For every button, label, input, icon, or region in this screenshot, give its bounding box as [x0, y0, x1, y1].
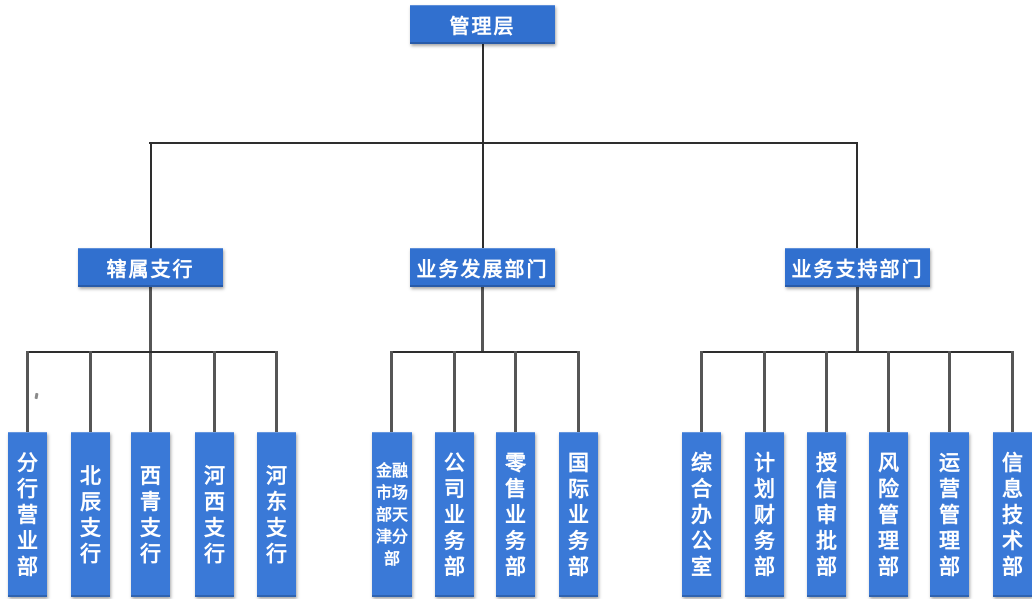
connector-group1-leaf1-drop [26, 351, 29, 440]
node-general-office[interactable]: 综合办公室 [682, 432, 721, 597]
connector-group1-leaf2-drop [89, 351, 92, 440]
node-label: 管理层 [449, 14, 516, 38]
node-label: 综合办公室 [691, 450, 712, 579]
node-planning-finance-dept[interactable]: 计划财务部 [745, 432, 784, 597]
connector-group1-leaf5-drop [275, 351, 278, 440]
node-label: 辖属支行 [106, 257, 195, 281]
connector-top-horizontal [149, 142, 858, 144]
node-label: 风险管理部 [878, 450, 899, 579]
node-hedong-branch[interactable]: 河东支行 [257, 432, 296, 597]
connector-group3-leaf4-drop [887, 351, 890, 440]
node-retail-banking-dept[interactable]: 零售业务部 [496, 432, 535, 597]
node-international-banking-dept[interactable]: 国际业务部 [559, 432, 598, 597]
node-label: 河东支行 [266, 463, 287, 566]
connector-group2-horizontal [391, 351, 580, 353]
node-label: 河西支行 [204, 463, 225, 566]
node-subordinate-branches[interactable]: 辖属支行 [78, 248, 223, 287]
node-xiqing-branch[interactable]: 西青支行 [131, 432, 170, 597]
connector-group3-horizontal [701, 351, 1013, 353]
connector-group3-leaf6-drop [1011, 351, 1014, 440]
node-risk-management-dept[interactable]: 风险管理部 [869, 432, 908, 597]
connector-group3-parent-drop [856, 287, 859, 353]
node-label: 业务支持部门 [791, 257, 924, 281]
connector-group3-leaf3-drop [825, 351, 828, 440]
node-label: 授信审批部 [816, 450, 837, 579]
node-corporate-banking-dept[interactable]: 公司业务部 [435, 432, 474, 597]
connector-group2-leaf3-drop [514, 351, 517, 440]
connector-group3-leaf2-drop [763, 351, 766, 440]
node-hexi-branch[interactable]: 河西支行 [195, 432, 234, 597]
connector-group2-leaf1-drop [390, 351, 393, 440]
node-business-development-dept[interactable]: 业务发展部门 [410, 248, 555, 287]
connector-group2-leaf4-drop [577, 351, 580, 440]
node-branch-business-dept[interactable]: 分行营业部 [8, 432, 47, 597]
connector-group3-leaf1-drop [700, 351, 703, 440]
node-label: 公司业务部 [444, 450, 465, 579]
connector-group2-leaf2-drop [453, 351, 456, 440]
connector-root-drop [482, 44, 484, 248]
connector-drop-right-group [856, 142, 858, 248]
node-financial-markets-tianjin-division[interactable]: 金融市场部天津分部 [372, 432, 412, 597]
node-label: 运营管理部 [939, 450, 960, 579]
node-label: 计划财务部 [754, 450, 775, 579]
node-label: 国际业务部 [568, 450, 589, 579]
node-label: 北辰支行 [80, 463, 101, 566]
node-label: 业务发展部门 [416, 257, 549, 281]
node-business-support-dept[interactable]: 业务支持部门 [785, 248, 930, 287]
node-beichen-branch[interactable]: 北辰支行 [71, 432, 110, 597]
node-label: 信息技术部 [1002, 450, 1023, 579]
node-label: 金融市场部天津分部 [375, 460, 408, 568]
node-management-level[interactable]: 管理层 [410, 5, 555, 44]
node-credit-approval-dept[interactable]: 授信审批部 [807, 432, 846, 597]
connector-group1-horizontal [26, 351, 277, 353]
node-label: 西青支行 [140, 463, 161, 566]
node-information-technology-dept[interactable]: 信息技术部 [993, 432, 1032, 597]
stray-mark [34, 392, 39, 400]
connector-drop-left-group [150, 142, 152, 248]
node-operations-management-dept[interactable]: 运营管理部 [930, 432, 969, 597]
connector-group2-parent-drop [481, 287, 484, 353]
connector-group1-leaf4-drop [213, 351, 216, 440]
node-label: 分行营业部 [17, 450, 38, 579]
connector-group3-leaf5-drop [948, 351, 951, 440]
node-label: 零售业务部 [505, 450, 526, 579]
connector-group1-parent-drop [149, 287, 152, 440]
